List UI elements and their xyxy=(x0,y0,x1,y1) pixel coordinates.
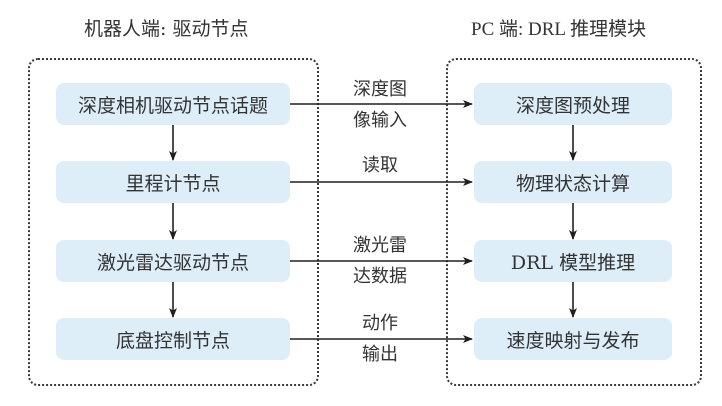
edge-label-2-top: 读取 xyxy=(362,155,398,176)
edge-label-4-top: 动作 xyxy=(362,313,398,334)
edge-label-1-top: 深度图 xyxy=(353,79,407,100)
node-velocity-publish: 速度映射与发布 xyxy=(474,318,672,360)
right-panel-pc-side xyxy=(446,58,702,386)
node-chassis-control: 底盘控制节点 xyxy=(56,318,290,360)
node-physical-state: 物理状态计算 xyxy=(474,161,672,203)
node-depth-camera-driver: 深度相机驱动节点话题 xyxy=(56,83,290,125)
edge-label-1-bottom: 像输入 xyxy=(353,110,407,131)
edge-label-3-bottom: 达数据 xyxy=(353,266,407,287)
edge-label-3-top: 激光雷 xyxy=(353,235,407,256)
node-lidar-driver: 激光雷达驱动节点 xyxy=(56,240,290,282)
right-panel-title: PC 端: DRL 推理模块 xyxy=(471,19,647,40)
left-panel-title: 机器人端: 驱动节点 xyxy=(84,18,249,40)
node-depth-preprocess: 深度图预处理 xyxy=(474,83,672,125)
node-drl-inference: DRL 模型推理 xyxy=(474,240,672,282)
edge-label-4-bottom: 输出 xyxy=(362,344,398,365)
left-panel-robot-side xyxy=(28,58,319,386)
node-odometry: 里程计节点 xyxy=(56,161,290,203)
